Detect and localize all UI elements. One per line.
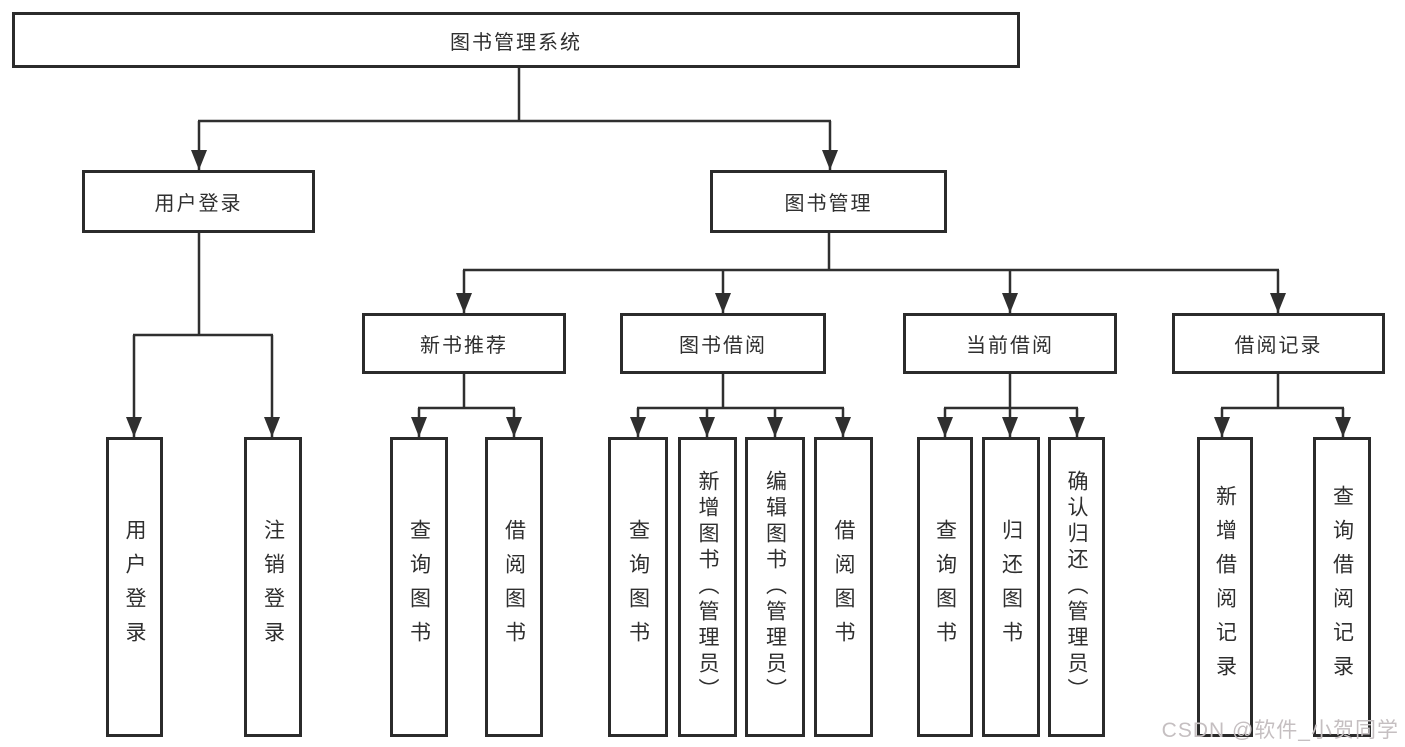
csdn-watermark: CSDN @软件_小贺同学 [1161, 719, 1399, 742]
leaf-label: 归还图书 [999, 519, 1023, 655]
leaf-logout: 注销登录 [244, 437, 302, 737]
node-label: 图书借阅 [679, 335, 767, 357]
node-new-book-recommend: 新书推荐 [362, 313, 566, 374]
leaf-add-borrow-record: 新增借阅记录 [1197, 437, 1253, 737]
node-user-login: 用户登录 [82, 170, 315, 233]
node-label: 当前借阅 [966, 335, 1054, 357]
leaf-query-books-current: 查询图书 [917, 437, 973, 737]
node-library-management-system: 图书管理系统 [12, 12, 1020, 68]
leaf-borrow-books-recommend: 借阅图书 [485, 437, 543, 737]
node-label: 新书推荐 [420, 335, 508, 357]
leaf-label: 借阅图书 [502, 519, 526, 655]
node-borrow-records: 借阅记录 [1172, 313, 1385, 374]
leaf-borrow-book: 借阅图书 [814, 437, 873, 737]
node-book-borrow: 图书借阅 [620, 313, 826, 374]
leaf-edit-book-admin: 编辑图书（管理员） [745, 437, 805, 737]
leaf-query-books-recommend: 查询图书 [390, 437, 448, 737]
node-current-borrow: 当前借阅 [903, 313, 1117, 374]
leaf-add-book-admin: 新增图书（管理员） [678, 437, 737, 737]
leaf-user-login: 用户登录 [106, 437, 163, 737]
leaf-label: 注销登录 [261, 519, 285, 655]
leaf-label: 用户登录 [123, 519, 146, 655]
leaf-label: 新增图书（管理员） [696, 470, 719, 704]
leaf-query-borrow-record: 查询借阅记录 [1313, 437, 1371, 737]
leaf-label: 查询图书 [626, 519, 650, 655]
leaf-label: 借阅图书 [832, 519, 855, 655]
leaf-label: 查询借阅记录 [1330, 485, 1354, 689]
node-label: 图书管理系统 [450, 31, 582, 54]
leaf-label: 查询图书 [407, 519, 431, 655]
node-label: 借阅记录 [1234, 335, 1323, 357]
leaf-label: 新增借阅记录 [1213, 485, 1237, 689]
leaf-label: 确认归还（管理员） [1065, 470, 1088, 704]
leaf-confirm-return-admin: 确认归还（管理员） [1048, 437, 1105, 737]
leaf-query-books-borrow: 查询图书 [608, 437, 668, 737]
node-label: 图书管理 [784, 193, 873, 215]
node-book-management: 图书管理 [710, 170, 947, 233]
leaf-label: 编辑图书（管理员） [763, 470, 787, 704]
leaf-return-book: 归还图书 [982, 437, 1040, 737]
node-label: 用户登录 [154, 193, 243, 215]
leaf-label: 查询图书 [933, 519, 957, 655]
